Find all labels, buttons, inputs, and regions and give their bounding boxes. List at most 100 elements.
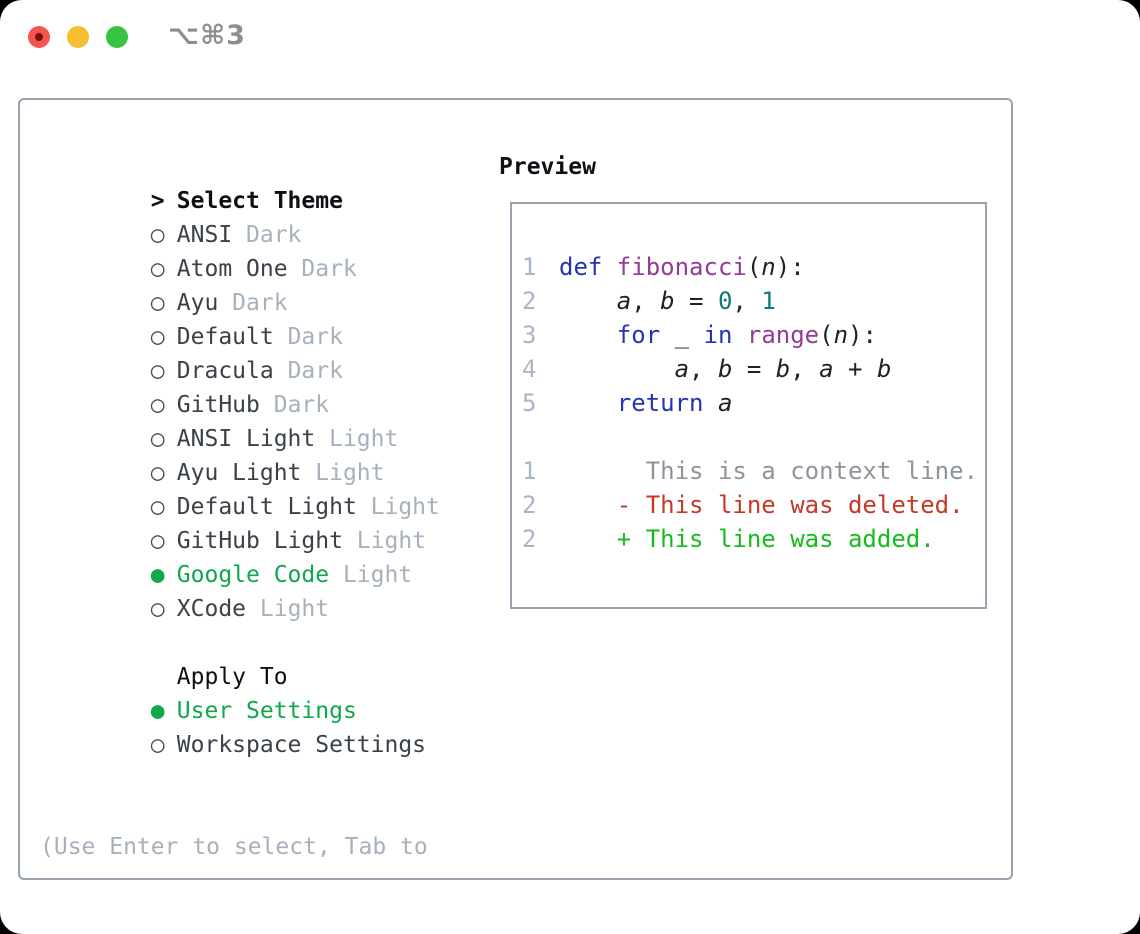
line-number: 1: [522, 457, 537, 485]
radio-icon: ○: [150, 426, 165, 452]
select-theme-header: > Select Theme: [40, 150, 440, 214]
token: [559, 287, 617, 315]
theme-variant: Light: [259, 596, 330, 622]
minimize-button[interactable]: [67, 26, 89, 48]
radio-icon: ○: [150, 494, 165, 520]
cursor-icon: >: [150, 188, 165, 214]
radio-icon: ○: [150, 596, 165, 622]
theme-option-dracula-dark[interactable]: ○ Dracula Dark: [40, 320, 440, 384]
theme-name: GitHub: [176, 392, 260, 418]
token: ):: [848, 321, 877, 349]
token: def: [559, 253, 617, 281]
apply-option-user-settings-selected[interactable]: ●User Settings: [40, 660, 440, 724]
theme-option-xcode-light[interactable]: ○ XCode Light: [40, 558, 440, 622]
line-number: 2: [522, 287, 537, 315]
radio-icon: ○: [150, 358, 165, 384]
diff-text: + This line was added.: [559, 525, 935, 553]
token: [559, 389, 617, 417]
line-number: 3: [522, 321, 537, 349]
select-theme-label: Select Theme: [176, 188, 343, 214]
token: (: [746, 253, 762, 281]
theme-name: ANSI Light: [176, 426, 316, 452]
close-button[interactable]: [28, 26, 50, 48]
line-number: 5: [522, 389, 537, 417]
diff-text: - This line was deleted.: [559, 491, 964, 519]
theme-option-default-light[interactable]: ○ Default Light Light: [40, 456, 440, 520]
token: [559, 355, 675, 383]
diff-added-line: 2 + This line was added.: [522, 522, 978, 556]
keyboard-hint: (Use Enter to select, Tab to change focu…: [40, 762, 428, 934]
token: a: [819, 355, 834, 383]
token: b: [775, 355, 791, 383]
apply-option-workspace-settings[interactable]: ○Workspace Settings: [40, 694, 440, 758]
line-number: 1: [522, 253, 537, 281]
theme-variant: Dark: [246, 222, 302, 248]
preview-header: Preview: [499, 154, 596, 180]
token: n: [833, 321, 849, 349]
theme-name: Dracula: [176, 358, 274, 384]
theme-name: XCode: [176, 596, 247, 622]
token: a: [616, 287, 632, 315]
token: +: [833, 355, 877, 383]
theme-name: Google Code: [176, 562, 330, 588]
theme-name: Ayu Light: [176, 460, 302, 486]
token: for: [616, 321, 661, 349]
token: _: [660, 321, 704, 349]
diff-deleted-line: 2 - This line was deleted.: [522, 488, 978, 522]
radio-icon: ○: [150, 290, 165, 316]
apply-to-label: Apply To: [176, 664, 288, 690]
theme-name: Default: [176, 324, 274, 350]
radio-selected-icon: ●: [150, 698, 165, 724]
radio-icon: ○: [150, 732, 165, 758]
line-number: 2: [522, 491, 537, 519]
token: b: [717, 355, 733, 383]
code-line: 3 for _ in range(n):: [522, 318, 978, 352]
token: fibonacci: [616, 253, 747, 281]
titlebar: ⌥⌘3: [0, 0, 1140, 74]
token: return: [616, 389, 704, 417]
token: ,: [790, 355, 820, 383]
token: (: [819, 321, 834, 349]
window-title-shortcut: ⌥⌘3: [168, 20, 246, 51]
theme-option-default-dark[interactable]: ○ Default Dark: [40, 286, 440, 350]
token: 0: [717, 287, 733, 315]
theme-name: Default Light: [176, 494, 357, 520]
theme-name: ANSI: [176, 222, 233, 248]
token: =: [674, 287, 718, 315]
blank-line: [522, 420, 978, 454]
token: a: [717, 389, 733, 417]
hint-line-1: (Use Enter to select, Tab to: [40, 834, 428, 860]
zoom-button[interactable]: [106, 26, 128, 48]
theme-variant: Light: [370, 494, 440, 520]
code-line: 4 a, b = b, a + b: [522, 352, 978, 386]
token: =: [732, 355, 776, 383]
token: n: [761, 253, 776, 281]
theme-variant: Dark: [287, 324, 343, 350]
radio-selected-icon: ●: [150, 562, 165, 588]
line-number: 2: [522, 525, 537, 553]
token: [559, 321, 617, 349]
code-line: 5 return a: [522, 386, 978, 420]
radio-icon: ○: [150, 324, 165, 350]
theme-name: Atom One: [176, 256, 288, 282]
theme-variant: Dark: [301, 256, 357, 282]
token: b: [660, 287, 675, 315]
radio-icon: ○: [150, 528, 165, 554]
radio-icon: ○: [150, 460, 165, 486]
token: ,: [689, 355, 718, 383]
token: b: [876, 355, 892, 383]
